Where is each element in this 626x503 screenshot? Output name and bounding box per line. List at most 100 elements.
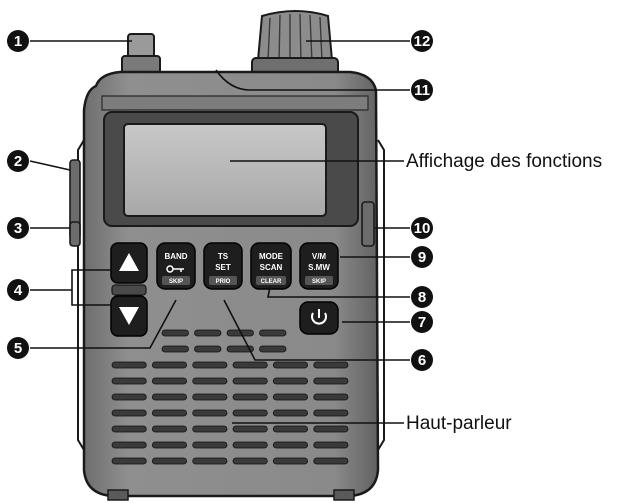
grille-slot <box>192 377 228 385</box>
grille-slot <box>194 345 222 353</box>
callout-1: 1 <box>7 30 29 52</box>
grille-slot <box>151 377 188 385</box>
callout-3: 3 <box>7 217 29 239</box>
side-jack-cover <box>361 201 375 247</box>
grille-slot <box>192 393 228 401</box>
ts-key-line2: SET <box>215 263 231 272</box>
callout-number: 9 <box>418 249 426 266</box>
callout-4: 4 <box>7 279 29 301</box>
grille-slot <box>192 409 228 417</box>
key-lock-icon <box>166 265 184 273</box>
band-key-sub: SKIP <box>169 279 183 285</box>
grille-slot <box>272 457 308 465</box>
triangle-up-icon <box>119 253 139 271</box>
callout-number: 12 <box>414 33 431 50</box>
grille-slot <box>232 425 268 433</box>
grille-slot <box>151 393 188 401</box>
callout-number: 6 <box>418 352 426 369</box>
grille-slot <box>232 377 268 385</box>
mode-key-line1: MODE <box>259 252 284 261</box>
grille-slot <box>232 457 268 465</box>
grille-slot <box>272 441 308 449</box>
grille-slot <box>151 425 188 433</box>
grille-slot <box>111 409 147 417</box>
leader-lines <box>29 40 410 424</box>
ts-set-button[interactable]: TS SET PRIO <box>203 242 243 290</box>
grille-slot <box>111 457 147 465</box>
vm-button[interactable]: V/M S.MW SKIP <box>299 242 339 290</box>
up-button[interactable] <box>110 242 148 284</box>
grille-slot <box>272 377 308 385</box>
mode-key-sub: CLEAR <box>261 279 282 285</box>
callout-2: 2 <box>7 150 29 172</box>
display-label: Affichage des fonctions <box>406 151 602 172</box>
callout-8: 8 <box>411 286 433 308</box>
grille-slot <box>259 329 287 337</box>
grille-slot <box>313 361 349 369</box>
grille-slot <box>313 409 349 417</box>
grille-slot <box>192 457 228 465</box>
band-button[interactable]: BAND SKIP <box>156 242 196 290</box>
power-icon <box>311 309 327 325</box>
ts-key-sub: PRIO <box>216 279 231 285</box>
speaker-grille <box>111 329 349 465</box>
grille-slot <box>272 393 308 401</box>
callout-number: 1 <box>14 33 22 50</box>
callout-number: 10 <box>414 220 431 237</box>
dial-knob[interactable] <box>251 10 339 81</box>
grille-slot <box>194 329 222 337</box>
grille-slot <box>232 409 268 417</box>
grille-slot <box>259 345 287 353</box>
callout-10: 10 <box>411 217 433 239</box>
grille-slot <box>161 345 189 353</box>
grille-slot <box>313 425 349 433</box>
callout-number: 2 <box>14 153 22 170</box>
grille-slot <box>272 361 308 369</box>
mode-key-line2: SCAN <box>260 263 283 272</box>
grille-slot <box>232 441 268 449</box>
callout-number: 7 <box>418 314 426 331</box>
display-screen <box>103 111 359 227</box>
callout-12: 12 <box>411 30 433 52</box>
grille-slot <box>151 441 188 449</box>
mode-scan-button[interactable]: MODE SCAN CLEAR <box>250 242 292 290</box>
down-button[interactable] <box>110 295 148 337</box>
grille-slot <box>232 393 268 401</box>
vm-key-sub: SKIP <box>312 279 326 285</box>
callout-number: 8 <box>418 289 426 306</box>
triangle-down-icon <box>119 307 139 325</box>
grille-slot <box>313 457 349 465</box>
grille-slot <box>192 441 228 449</box>
grille-slot <box>151 457 188 465</box>
grille-slot <box>161 329 189 337</box>
grille-slot <box>151 361 188 369</box>
ts-key-line1: TS <box>218 252 229 261</box>
grille-slot <box>272 425 308 433</box>
callout-9: 9 <box>411 246 433 268</box>
callout-7: 7 <box>411 311 433 333</box>
side-button-lower <box>69 221 81 247</box>
vm-key-line1: V/M <box>312 252 327 261</box>
grille-slot <box>111 361 147 369</box>
callout-6: 6 <box>411 349 433 371</box>
grille-slot <box>272 409 308 417</box>
grille-slot <box>151 409 188 417</box>
grille-slot <box>313 393 349 401</box>
callout-5: 5 <box>7 337 29 359</box>
grille-slot <box>111 441 147 449</box>
power-button[interactable] <box>299 301 339 335</box>
grille-slot <box>111 377 147 385</box>
grille-slot <box>192 361 228 369</box>
grille-slot <box>313 377 349 385</box>
speaker-label: Haut-parleur <box>406 413 512 434</box>
callout-11: 11 <box>411 79 433 101</box>
callout-number: 11 <box>414 82 430 99</box>
grille-slot <box>111 425 147 433</box>
grille-slot <box>232 361 268 369</box>
grille-slot <box>192 425 228 433</box>
band-key-label: BAND <box>164 252 187 261</box>
grille-slot <box>111 393 147 401</box>
grille-slot <box>226 345 254 353</box>
